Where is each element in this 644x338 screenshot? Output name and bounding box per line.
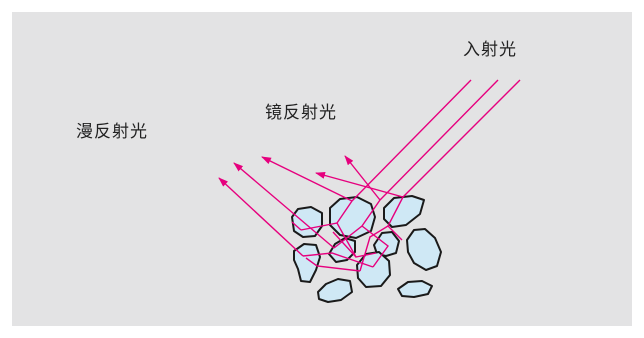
specular-ray [344, 155, 381, 201]
diagram-panel [12, 12, 632, 326]
specular-rays [261, 155, 404, 202]
particle [383, 195, 425, 228]
particle [291, 206, 323, 238]
particle [293, 243, 321, 283]
diffuse-ray [218, 177, 304, 257]
diffuse-ray [233, 162, 335, 249]
scatter-path [361, 225, 389, 268]
specular-ray [315, 172, 404, 198]
particle [317, 278, 353, 303]
particle [406, 228, 442, 271]
diffuse-rays [218, 162, 357, 258]
diffuse-ray [332, 231, 357, 258]
specular-ray [261, 156, 353, 202]
incident-rays [351, 79, 521, 202]
scatter-path [305, 257, 361, 272]
specular-reflection-label: 镜反射光 [265, 103, 337, 123]
incident-ray [402, 79, 521, 198]
particle [397, 280, 433, 298]
incident-light-label: 入射光 [463, 40, 517, 60]
diffuse-ray [291, 221, 302, 231]
scatter-path [302, 252, 374, 268]
scattered-paths [300, 196, 404, 272]
particle [356, 251, 391, 288]
incident-ray [379, 79, 499, 201]
scatter-path [359, 225, 389, 272]
diffuse-reflection-label: 漫反射光 [76, 122, 148, 142]
incident-ray [351, 79, 472, 202]
